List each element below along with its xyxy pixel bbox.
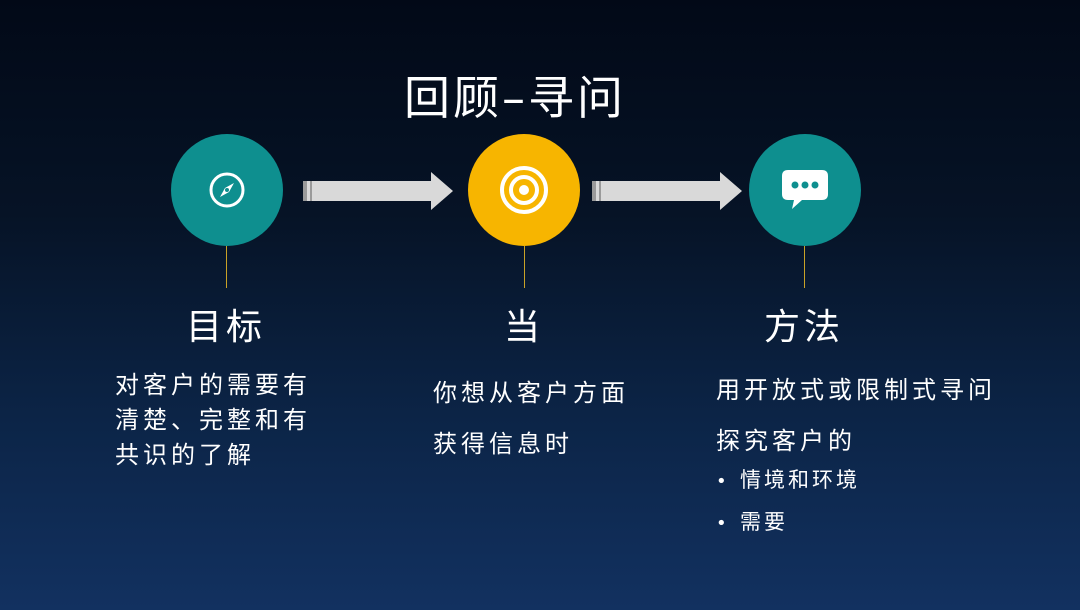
description-line: 你想从客户方面 xyxy=(433,379,629,407)
step-method-heading: 方法 xyxy=(763,307,844,348)
description-line: 共识的了解 xyxy=(115,441,255,469)
step-method-circle xyxy=(749,134,861,246)
description-line: 用开放式或限制式寻问 xyxy=(716,376,996,404)
arrow-right-icon xyxy=(303,172,453,210)
step-goal-description: 对客户的需要有 清楚、完整和有 共识的了解 xyxy=(115,368,355,473)
connector-line xyxy=(226,246,227,288)
connector-line xyxy=(524,246,525,288)
step-when-description: 你想从客户方面 获得信息时 xyxy=(433,368,629,470)
compass-icon xyxy=(209,172,245,208)
method-bullet-list: 情境和环境 需要 xyxy=(716,462,860,546)
arrow-right-icon xyxy=(592,172,742,210)
chat-bubble-icon xyxy=(782,170,828,209)
description-line: 获得信息时 xyxy=(433,430,573,458)
description-line: 对客户的需要有 xyxy=(115,371,311,399)
bullet-item: 情境和环境 xyxy=(716,462,860,504)
step-method-description: 用开放式或限制式寻问 探究客户的 xyxy=(716,365,1066,467)
description-line: 清楚、完整和有 xyxy=(115,406,311,434)
bullet-item: 需要 xyxy=(716,504,860,546)
target-icon xyxy=(500,166,548,214)
step-when-circle xyxy=(468,134,580,246)
step-goal-circle xyxy=(171,134,283,246)
step-goal-heading: 目标 xyxy=(185,307,266,348)
connector-line xyxy=(804,246,805,288)
step-when-heading: 当 xyxy=(503,307,544,348)
slide-title: 回顾–寻问 xyxy=(404,71,626,125)
description-line: 探究客户的 xyxy=(716,427,856,455)
